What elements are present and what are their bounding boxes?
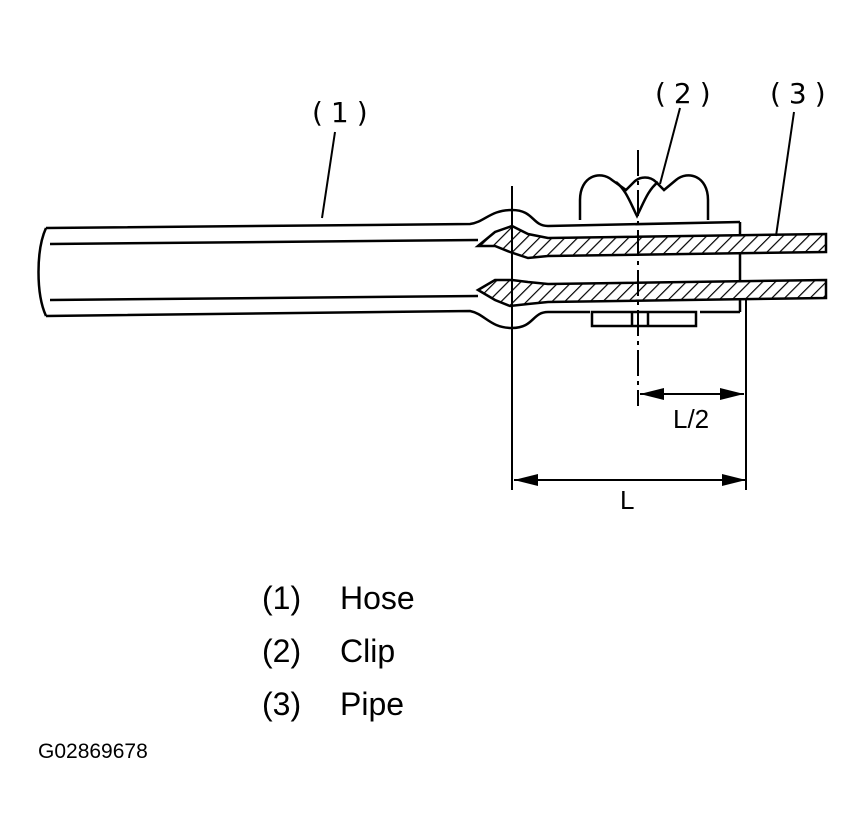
legend-item-hose: (1) Hose — [262, 572, 415, 625]
length-label: L — [620, 485, 634, 515]
legend-number: (1) — [262, 580, 302, 616]
hose-callout: (1) — [312, 96, 376, 129]
pipe — [474, 224, 828, 308]
legend-number: (2) — [262, 633, 302, 669]
legend-label: Hose — [340, 580, 415, 616]
legend-item-pipe: (3) Pipe — [262, 678, 415, 731]
dimension-extension-lines — [511, 150, 747, 490]
hose — [37, 208, 742, 330]
clip-callout: (2) — [655, 77, 719, 110]
legend-item-clip: (2) Clip — [262, 625, 415, 678]
legend-label: Pipe — [340, 686, 405, 722]
dimension-half-length — [640, 388, 744, 400]
pipe-callout: (3) — [770, 77, 834, 110]
legend: (1) Hose (2) Clip (3) Pipe — [262, 572, 415, 731]
dimension-length — [514, 474, 746, 486]
leader-lines — [321, 107, 795, 237]
figure-id: G02869678 — [38, 740, 148, 763]
legend-label: Clip — [340, 633, 396, 669]
legend-number: (3) — [262, 686, 302, 722]
half-length-label: L/2 — [673, 404, 709, 434]
